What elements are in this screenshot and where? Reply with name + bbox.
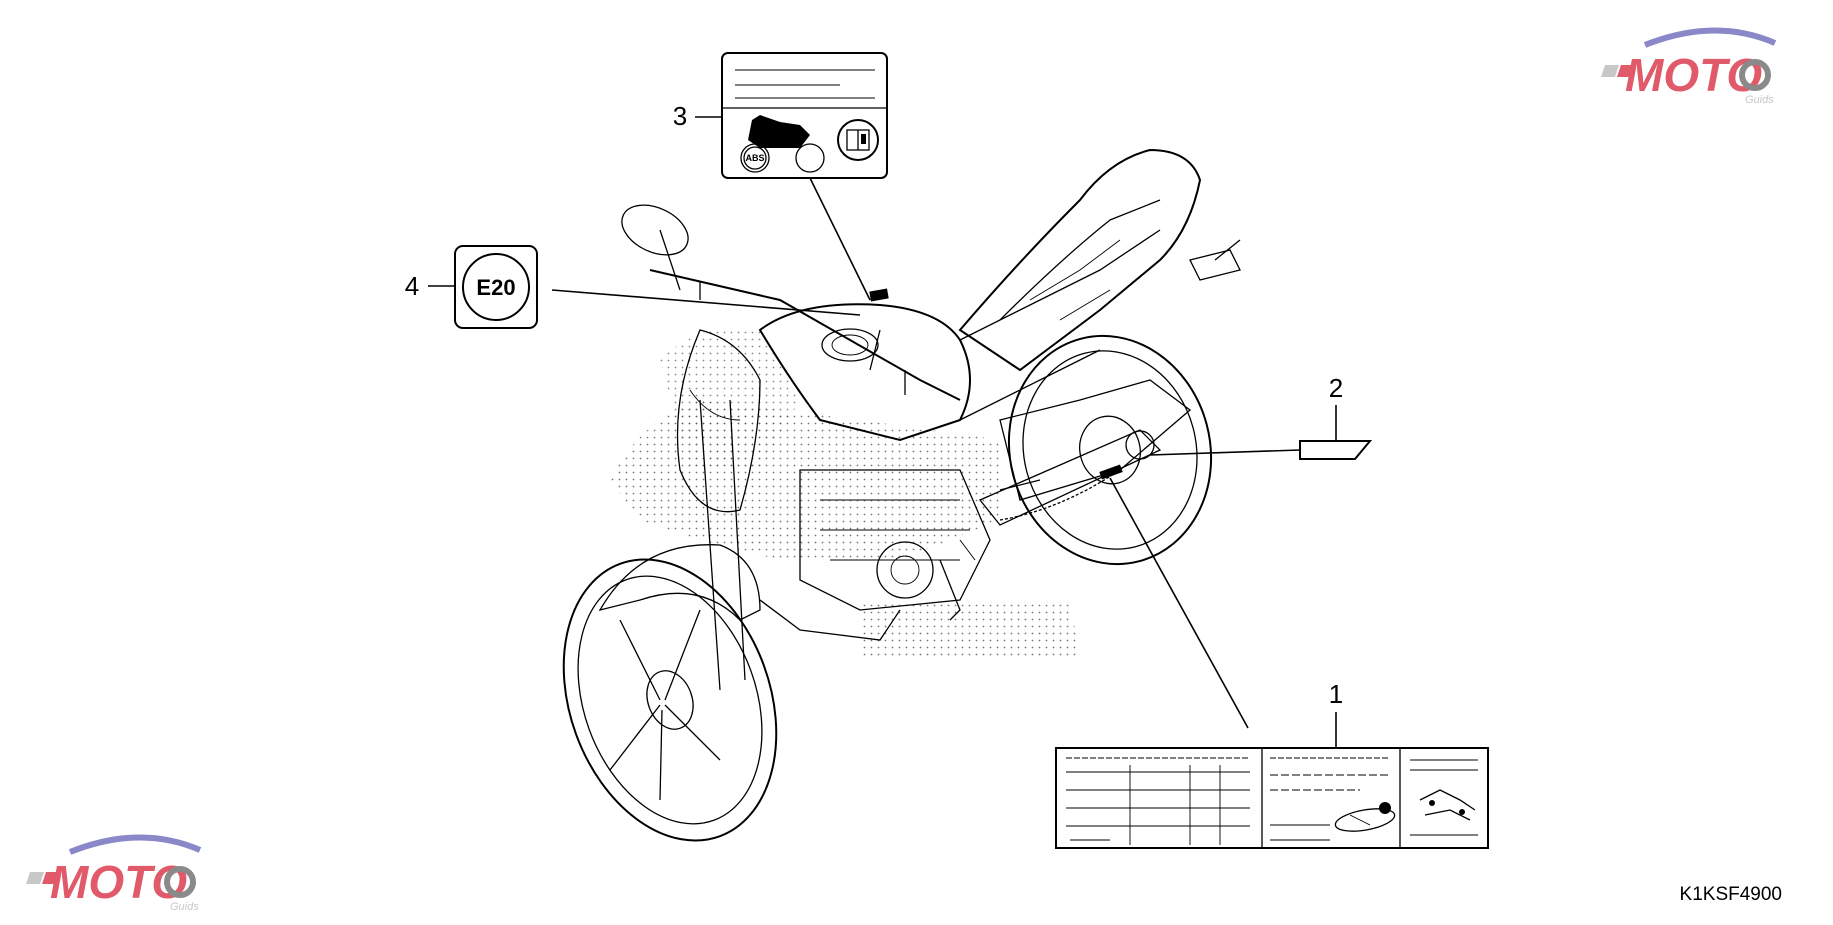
part-code: K1KSF4900: [1680, 884, 1782, 905]
watermark-sub-text: Guids: [1745, 94, 1774, 106]
callout-number: 1: [1329, 679, 1343, 709]
label-2-small-label: [1299, 440, 1373, 460]
label-4-e20-label: E20: [454, 245, 538, 329]
footrest-diagram-icon: [1410, 759, 1478, 836]
watermark-bottom-left: MOTO Guids: [26, 834, 202, 913]
abs-icon-text: ABS: [745, 153, 764, 163]
chain-adjust-icon: [1334, 802, 1396, 832]
callout-number: 4: [405, 271, 419, 301]
watermark-sub-text: Guids: [170, 901, 199, 913]
callout-number: 2: [1329, 373, 1343, 403]
manual-book-icon: [837, 119, 879, 161]
label-3-caution-label: ABS: [721, 52, 888, 179]
abs-icon: ABS: [743, 146, 767, 170]
watermark-top-right: MOTO Guids: [1601, 27, 1777, 106]
callout-number: 3: [673, 101, 687, 131]
gear-icon: [1739, 59, 1771, 91]
motorcycle-illustration: [562, 148, 1241, 842]
label-1-info-label: [1055, 747, 1489, 849]
gear-icon: [164, 866, 196, 898]
e20-text: E20: [476, 275, 515, 300]
motorcycle-icon: [740, 115, 825, 173]
